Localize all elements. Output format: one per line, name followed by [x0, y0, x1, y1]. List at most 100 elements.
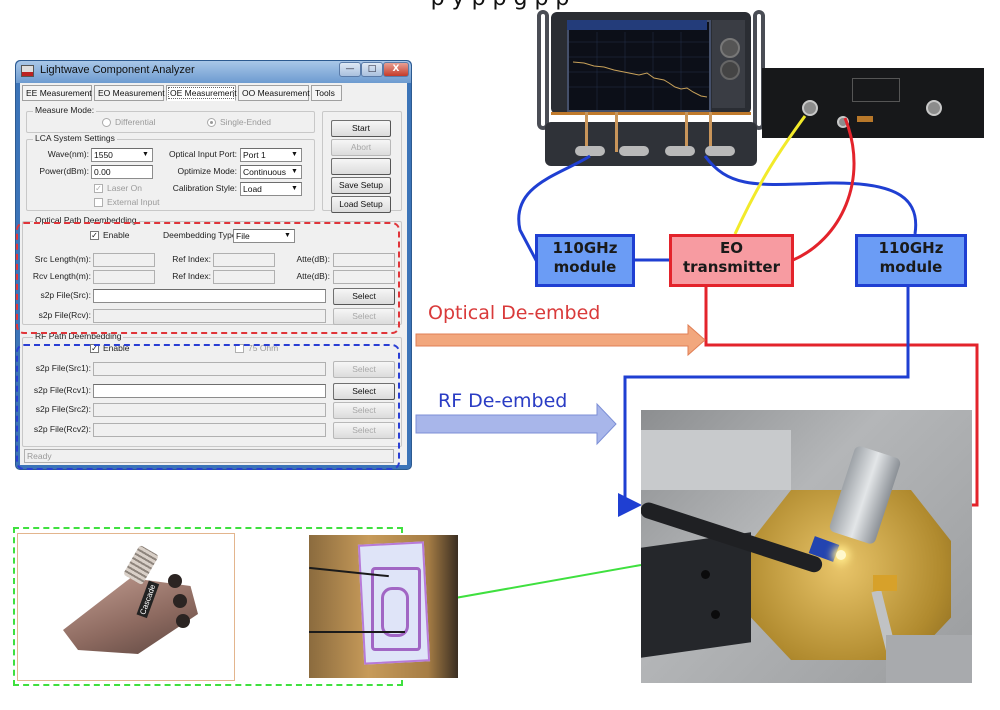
minimize-button[interactable]: —: [339, 62, 361, 77]
left-module-line1: 110GHz: [552, 239, 618, 257]
tab-oo-measurement[interactable]: OO Measurement: [238, 85, 310, 101]
lca-settings-label: LCA System Settings: [33, 133, 117, 143]
optimize-mode-select[interactable]: Continuous▼: [240, 165, 302, 179]
rf-enable-label: Enable: [103, 343, 130, 353]
rcv-ref-index-label: Ref Index:: [172, 271, 211, 281]
optimize-mode-label: Optimize Mode:: [177, 166, 237, 176]
tab-oe-measurement[interactable]: OE Measurement: [166, 85, 237, 101]
optical-deembed-label: Optical Path Deembedding: [33, 215, 139, 225]
deembedding-type-select[interactable]: File▼: [233, 229, 295, 243]
page-title-fragment: p y p p g p p: [0, 0, 1000, 11]
src-length-input[interactable]: [93, 253, 155, 267]
app-icon: [21, 65, 34, 77]
vna-test-set: [545, 122, 757, 166]
s2p-src-input[interactable]: [93, 289, 326, 303]
lca-window: Lightwave Component Analyzer — □ X EE Me…: [15, 60, 412, 470]
wave-select[interactable]: 1550▼: [91, 148, 153, 162]
s2p-src1-label: s2p File(Src1):: [35, 363, 91, 373]
power-input[interactable]: 0.00: [91, 165, 153, 179]
chip-electrode: [371, 567, 421, 651]
s2p-rcv-select-button[interactable]: Select: [333, 308, 395, 325]
blue-cable-left: [517, 154, 591, 263]
blank-button[interactable]: [331, 158, 391, 175]
src-atte-input[interactable]: [333, 253, 395, 267]
src-ref-index-input[interactable]: [213, 253, 275, 267]
vna-trim: [551, 112, 751, 115]
chip-ring-electrode: [381, 587, 409, 637]
lca-settings-group: LCA System Settings Wave(nm): 1550▼ Powe…: [26, 133, 315, 211]
mount-hole: [711, 610, 720, 619]
single-ended-radio[interactable]: [207, 118, 216, 127]
optical-enable-label: Enable: [103, 230, 130, 240]
eo-transmitter-box: EO transmitter: [669, 234, 794, 287]
yellow-fiber: [733, 115, 807, 235]
s2p-src1-select-button[interactable]: Select: [333, 361, 395, 378]
tab-tools[interactable]: Tools: [311, 85, 342, 101]
save-setup-button[interactable]: Save Setup: [331, 177, 391, 194]
vna-port: [665, 146, 695, 156]
optical-deembed-highlight: [16, 222, 400, 334]
s2p-rcv1-input[interactable]: [93, 384, 326, 398]
load-setup-button[interactable]: Load Setup: [331, 196, 391, 213]
s2p-src-select-button[interactable]: Select: [333, 288, 395, 305]
vna-port: [619, 146, 649, 156]
vna-trace: [569, 32, 709, 110]
optical-input-port-select[interactable]: Port 1▼: [240, 148, 302, 162]
title-bar[interactable]: Lightwave Component Analyzer — □ X: [16, 61, 411, 83]
rcv-length-input[interactable]: [93, 270, 155, 284]
optical-enable-checkbox[interactable]: ✓: [90, 231, 99, 240]
probe-manipulator-arm: [641, 430, 791, 490]
rf-deembed-highlight: [16, 344, 400, 470]
external-input-label: External Input: [107, 197, 160, 207]
optical-deembed-group: Optical Path Deembedding ✓ Enable Deembe…: [22, 215, 402, 325]
s2p-rcv1-select-button[interactable]: Select: [333, 383, 395, 400]
external-input-checkbox[interactable]: [94, 198, 103, 207]
s2p-rcv2-input[interactable]: [93, 423, 326, 437]
s2p-rcv1-label: s2p File(Rcv1):: [33, 385, 91, 395]
src-atte-label: Atte(dB):: [296, 254, 330, 264]
fiber-probe: [873, 575, 897, 591]
light-spot: [836, 550, 846, 560]
rcv-atte-input[interactable]: [333, 270, 395, 284]
vna-port: [705, 146, 735, 156]
src-length-label: Src Length(m):: [34, 254, 91, 264]
laser-label-tag: [857, 116, 873, 122]
deembedding-type-label: Deembedding Type: [163, 230, 237, 240]
maximize-button[interactable]: □: [361, 62, 383, 77]
chevron-down-icon: ▼: [291, 185, 298, 192]
s2p-src2-label: s2p File(Src2):: [35, 404, 91, 414]
vna-jumper: [585, 112, 588, 152]
blue-route-to-dut: [618, 286, 910, 517]
eo-line1: EO: [720, 239, 743, 257]
laser-aux-connector: [926, 100, 942, 116]
positioner-block: [641, 532, 751, 658]
tab-ee-measurement[interactable]: EE Measurement: [22, 85, 92, 101]
rf-deembed-group: RF Path Deembedding ✓ Enable 75 Ohm s2p …: [22, 331, 402, 447]
single-ended-label: Single-Ended: [220, 117, 272, 127]
tab-eo-measurement[interactable]: EO Measurement: [94, 85, 165, 101]
right-module-line1: 110GHz: [878, 239, 944, 257]
s2p-rcv2-label: s2p File(Rcv2):: [33, 424, 91, 434]
laser-on-checkbox[interactable]: ✓: [94, 184, 103, 193]
optical-deembed-arrow: [415, 323, 706, 357]
rcv-ref-index-input[interactable]: [213, 270, 275, 284]
optimize-mode-value: Continuous: [243, 167, 287, 177]
mount-hole: [701, 570, 710, 579]
s2p-src2-select-button[interactable]: Select: [333, 402, 395, 419]
s2p-src1-input[interactable]: [93, 362, 326, 376]
close-button[interactable]: X: [383, 62, 409, 77]
probe-needle: [309, 631, 405, 633]
laser-output-connector: [802, 100, 818, 116]
chip-photo: [309, 535, 458, 678]
power-label: Power(dBm):: [39, 166, 89, 176]
probe-screw-hole: [168, 574, 182, 588]
s2p-rcv2-select-button[interactable]: Select: [333, 422, 395, 439]
wave-value: 1550: [94, 150, 113, 160]
s2p-rcv-input[interactable]: [93, 309, 326, 323]
rf-probe-photo: Cascade: [17, 533, 235, 681]
s2p-src2-input[interactable]: [93, 403, 326, 417]
start-button[interactable]: Start: [331, 120, 391, 137]
differential-radio[interactable]: [102, 118, 111, 127]
calibration-style-select[interactable]: Load▼: [240, 182, 302, 196]
abort-button[interactable]: Abort: [331, 139, 391, 156]
